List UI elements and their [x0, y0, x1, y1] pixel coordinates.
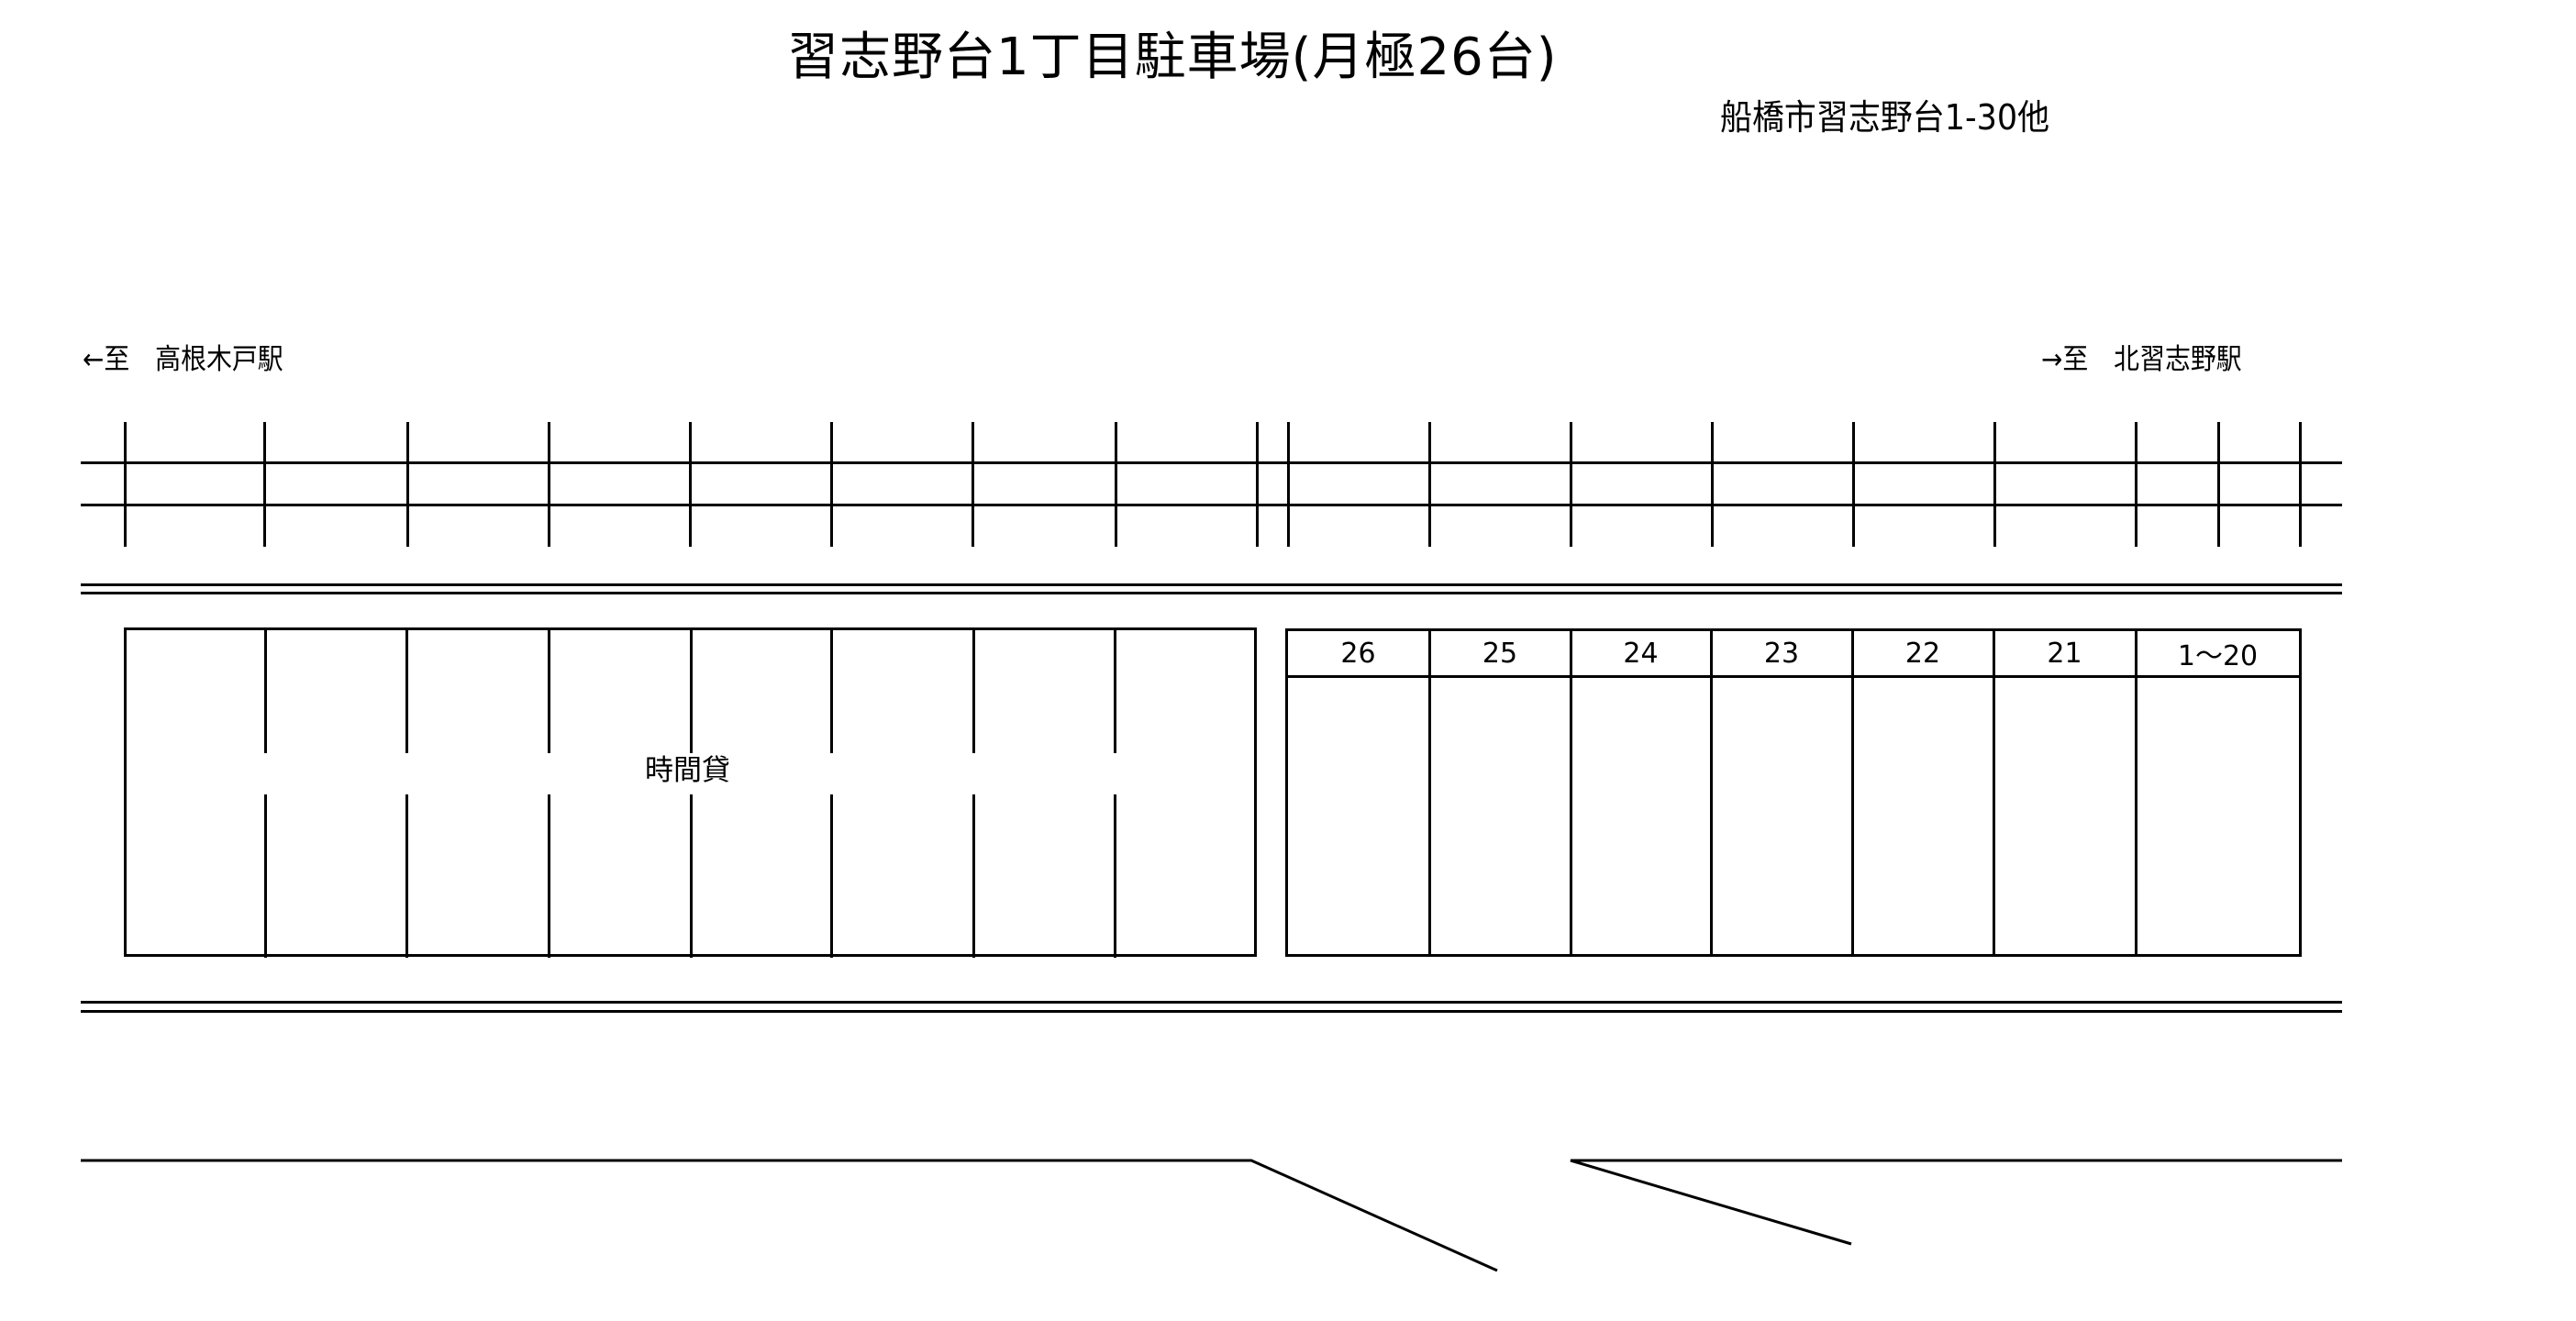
hourly-space-divider: [548, 630, 550, 753]
parking-space-number: 21: [2047, 637, 2082, 670]
road-left-edge: [81, 1159, 1498, 1272]
parking-space-number: 26: [1340, 637, 1376, 670]
monthly-parking-area: 26 25 24 23 22 21 1〜20: [1285, 628, 2302, 957]
address-text: 船橋市習志野台1-30他: [1720, 97, 2050, 138]
hourly-space-divider: [972, 630, 975, 753]
railway-tie: [1993, 422, 1996, 547]
hourly-space-divider: [1114, 794, 1116, 958]
parking-space-number: 25: [1482, 637, 1518, 670]
road-right-edge: [1570, 1159, 2342, 1246]
railway-tie: [2217, 422, 2220, 547]
monthly-space-divider: [1993, 631, 1995, 954]
page-title: 習志野台1丁目駐車場(月極26台): [787, 28, 1558, 87]
hourly-parking-label: 時間貸: [645, 754, 730, 787]
boundary-line-lower-1: [81, 1001, 2342, 1004]
railway-tie: [1852, 422, 1855, 547]
boundary-line-lower-2: [81, 1010, 2342, 1013]
monthly-space-divider: [1710, 631, 1713, 954]
hourly-space-divider: [830, 794, 833, 958]
railway-tie: [689, 422, 692, 547]
direction-left-takanekido: ←至 高根木戸駅: [83, 343, 283, 376]
parking-space-number: 1〜20: [2177, 640, 2259, 672]
railway-tie: [124, 422, 127, 547]
railway-tie: [1711, 422, 1714, 547]
hourly-space-divider: [830, 630, 833, 753]
hourly-space-divider: [264, 794, 267, 958]
rail-upper: [81, 461, 2342, 464]
hourly-space-divider: [548, 794, 550, 958]
railway-tie: [548, 422, 550, 547]
monthly-space-divider: [1851, 631, 1854, 954]
hourly-space-divider: [405, 630, 408, 753]
railway-tie: [830, 422, 833, 547]
parking-space-number: 24: [1623, 637, 1659, 670]
railway-tie: [263, 422, 266, 547]
railway-tie: [1570, 422, 1572, 547]
railway-tie: [972, 422, 974, 547]
hourly-space-divider: [690, 794, 693, 958]
hourly-space-divider: [264, 630, 267, 753]
railway-tie: [1428, 422, 1431, 547]
monthly-space-divider: [1428, 631, 1431, 954]
railway-tie: [1256, 422, 1259, 547]
monthly-header-line: [1288, 675, 2299, 678]
hourly-space-divider: [1114, 630, 1116, 753]
boundary-line-upper-2: [81, 592, 2342, 594]
hourly-parking-area: [124, 627, 1257, 958]
railway-tie: [2135, 422, 2137, 547]
parking-space-number: 23: [1763, 637, 1800, 670]
direction-right-kitanarashino: →至 北習志野駅: [2041, 343, 2242, 376]
hourly-space-divider: [690, 630, 693, 753]
railway-tie: [1287, 422, 1290, 547]
hourly-space-divider: [972, 794, 975, 958]
boundary-line-upper-1: [81, 583, 2342, 586]
monthly-space-divider: [2135, 631, 2137, 954]
parking-space-number: 22: [1904, 637, 1941, 670]
hourly-space-divider: [405, 794, 408, 958]
monthly-space-divider: [1570, 631, 1572, 954]
railway-tie: [406, 422, 409, 547]
rail-lower: [81, 504, 2342, 506]
railway-tie: [2299, 422, 2302, 547]
railway-tie: [1115, 422, 1117, 547]
